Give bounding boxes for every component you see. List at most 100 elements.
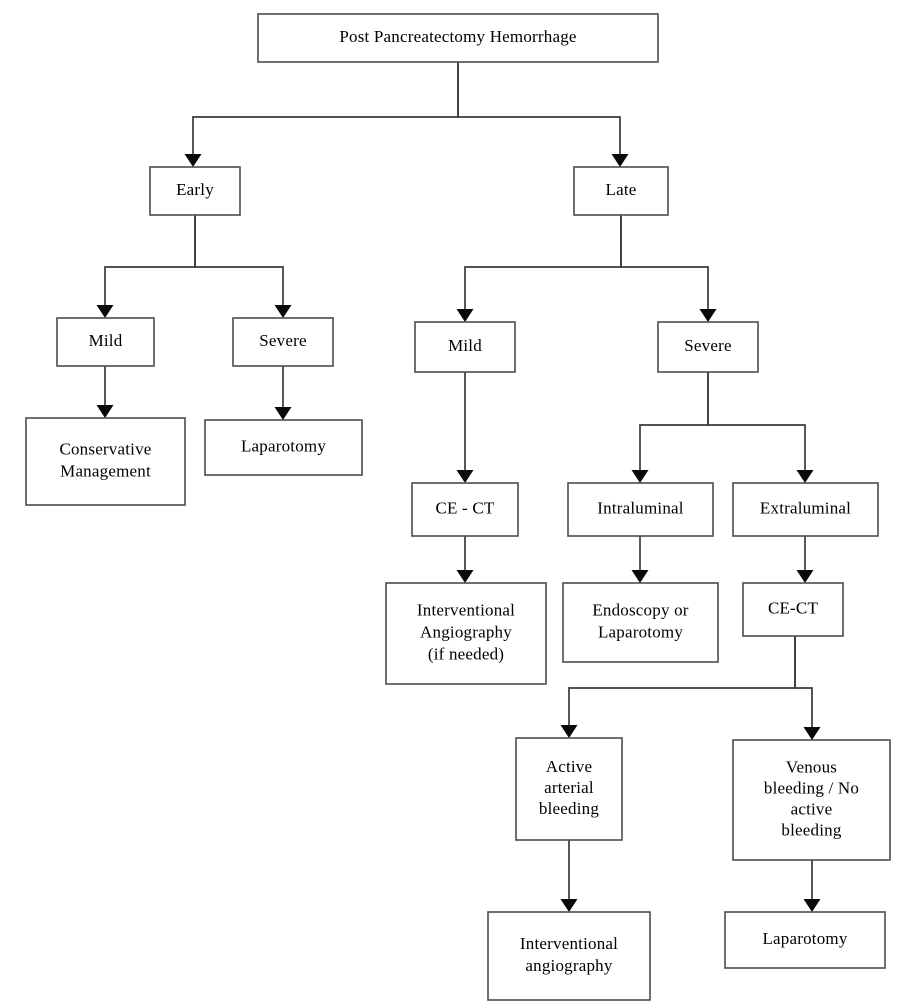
edge-late-severe-to-intraluminal: [631, 372, 709, 483]
node-label: Laparotomy: [762, 929, 847, 948]
arrow-head-icon: [456, 470, 474, 483]
node-early-mild[interactable]: Mild: [56, 317, 155, 367]
node-label: Post Pancreatectomy Hemorrhage: [339, 27, 576, 46]
arrow-head-icon: [560, 725, 578, 738]
node-late-mild[interactable]: Mild: [414, 321, 516, 373]
edge-extraluminal-to-ce-ct: [796, 536, 814, 583]
node-early[interactable]: Early: [149, 166, 241, 216]
node-label: Early: [176, 180, 214, 199]
arrow-head-icon: [796, 470, 814, 483]
node-box[interactable]: [25, 417, 186, 506]
edge-line: [104, 215, 196, 311]
node-box[interactable]: [573, 166, 669, 216]
edge-ce-ct-to-venous: [794, 636, 821, 740]
arrow-head-icon: [699, 309, 717, 322]
arrow-head-icon: [611, 154, 629, 167]
edge-early-mild-to-conservative: [96, 366, 114, 418]
node-label: Severe: [259, 331, 306, 350]
arrow-head-icon: [631, 470, 649, 483]
node-label: Mild: [89, 331, 123, 350]
arrow-head-icon: [274, 407, 292, 420]
node-intraluminal[interactable]: Intraluminal: [567, 482, 714, 537]
node-label: Extraluminal: [760, 498, 851, 517]
node-box[interactable]: [742, 582, 844, 637]
edge-ce-ct-to-interventional-angiography: [456, 536, 474, 583]
node-box[interactable]: [732, 739, 891, 861]
node-box[interactable]: [56, 317, 155, 367]
node-label: bleeding: [781, 820, 841, 839]
node-box[interactable]: [204, 419, 363, 476]
node-endoscopy-or-laparotomy[interactable]: Endoscopy or Laparotomy: [562, 582, 719, 663]
node-root[interactable]: Post Pancreatectomy Hemorrhage: [257, 13, 659, 63]
edge-early-to-early-mild: [96, 215, 196, 318]
edge-line: [457, 62, 621, 160]
node-box[interactable]: [232, 317, 334, 367]
node-label: Interventional: [417, 600, 515, 619]
node-extraluminal[interactable]: Extraluminal: [732, 482, 879, 537]
node-label: Angiography: [420, 622, 512, 641]
edge-venous-to-laparotomy: [803, 860, 821, 912]
node-label: Conservative: [59, 439, 151, 458]
edge-root-to-early: [184, 62, 459, 167]
node-label: (if needed): [428, 644, 504, 663]
node-label: Laparotomy: [598, 622, 683, 641]
edge-root-to-late: [457, 62, 629, 167]
node-late-severe[interactable]: Severe: [657, 321, 759, 373]
edge-layer: [96, 62, 821, 912]
edge-line: [794, 636, 813, 733]
arrow-head-icon: [184, 154, 202, 167]
node-label: Intraluminal: [597, 498, 684, 517]
node-box[interactable]: [257, 13, 659, 63]
node-label: CE-CT: [768, 598, 819, 617]
node-box[interactable]: [149, 166, 241, 216]
edge-line: [192, 62, 459, 160]
node-interventional-angiography[interactable]: Interventional angiography: [487, 911, 651, 1001]
node-box[interactable]: [724, 911, 886, 969]
node-laparotomy-early[interactable]: Laparotomy: [204, 419, 363, 476]
node-box[interactable]: [562, 582, 719, 663]
arrow-head-icon: [96, 305, 114, 318]
node-label: Endoscopy or: [592, 600, 688, 619]
node-box[interactable]: [414, 321, 516, 373]
node-box[interactable]: [411, 482, 519, 537]
node-laparotomy-venous[interactable]: Laparotomy: [724, 911, 886, 969]
node-box[interactable]: [487, 911, 651, 1001]
node-label: Interventional: [520, 934, 618, 953]
node-label: Management: [60, 461, 151, 480]
edge-late-to-late-severe: [620, 215, 717, 322]
node-label: arterial: [544, 778, 594, 797]
node-label: bleeding: [539, 799, 599, 818]
arrow-head-icon: [631, 570, 649, 583]
node-label: Late: [606, 180, 637, 199]
node-box[interactable]: [732, 482, 879, 537]
edge-active-arterial-to-interventional: [560, 840, 578, 912]
arrow-head-icon: [803, 727, 821, 740]
node-box[interactable]: [515, 737, 623, 841]
arrow-head-icon: [274, 305, 292, 318]
edge-line: [464, 215, 622, 315]
node-box[interactable]: [657, 321, 759, 373]
node-box[interactable]: [385, 582, 547, 685]
node-late[interactable]: Late: [573, 166, 669, 216]
edge-line: [620, 215, 709, 315]
node-ce-ct-mild[interactable]: CE - CT: [411, 482, 519, 537]
node-label: angiography: [525, 956, 612, 975]
node-box[interactable]: [567, 482, 714, 537]
arrow-head-icon: [96, 405, 114, 418]
arrow-head-icon: [456, 309, 474, 322]
node-label: CE - CT: [435, 498, 494, 517]
edge-early-to-early-severe: [194, 215, 292, 318]
node-ce-ct-extraluminal[interactable]: CE-CT: [742, 582, 844, 637]
node-early-severe[interactable]: Severe: [232, 317, 334, 367]
node-label: Venous: [786, 757, 837, 776]
edge-line: [707, 372, 806, 476]
arrow-head-icon: [560, 899, 578, 912]
edge-early-severe-to-laparotomy: [274, 366, 292, 420]
